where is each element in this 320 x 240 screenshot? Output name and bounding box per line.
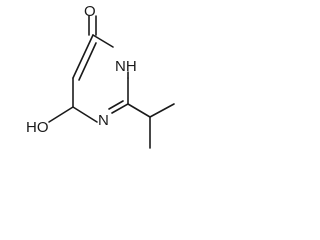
structure-canvas: O NH N HO bbox=[0, 0, 194, 172]
bond-c2-n1 bbox=[111, 103, 129, 114]
molecule-structure: O NH N HO bbox=[26, 3, 175, 149]
label-nh: NH bbox=[115, 58, 137, 75]
bond-n1-c6 bbox=[72, 106, 98, 123]
bond-c4-n3 bbox=[92, 34, 114, 48]
label-ho: HO bbox=[26, 119, 49, 136]
bond-c2-n1-double bbox=[108, 100, 124, 110]
bond-c6-oh bbox=[48, 106, 74, 123]
bond-c2-ch bbox=[127, 103, 151, 118]
bond-c5-c4 bbox=[72, 34, 94, 79]
label-oxygen-top: O bbox=[84, 3, 96, 20]
label-n: N bbox=[98, 112, 109, 129]
bond-ch-ch3-top bbox=[149, 103, 175, 118]
bond-c5-c4-double bbox=[78, 42, 97, 81]
